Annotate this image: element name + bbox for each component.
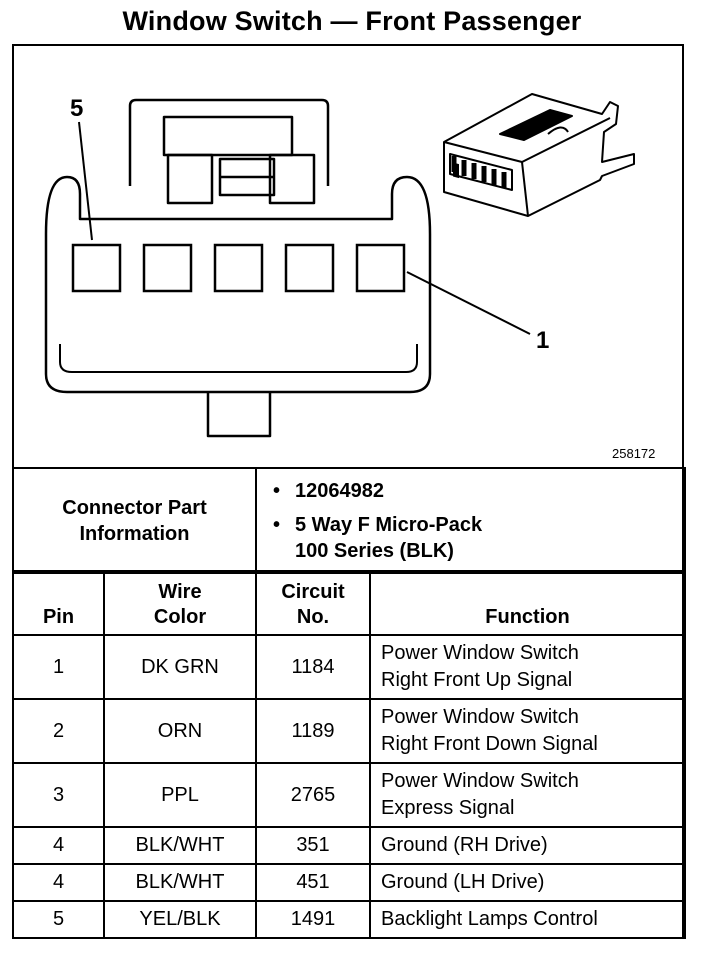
connector-isometric-view: [443, 93, 635, 217]
callout-pin1: 1: [536, 327, 549, 354]
table-row: 4 BLK/WHT 451 Ground (LH Drive): [12, 863, 686, 902]
connector-diagram: 5 1: [44, 93, 635, 438]
connector-description-line2: 100 Series (BLK): [295, 539, 454, 562]
function-cell: Backlight Lamps Control: [369, 900, 686, 939]
connector-description: •5 Way F Micro-Pack: [273, 513, 483, 536]
circuit-cell: 1491: [255, 900, 371, 939]
pin-cavity-1: [355, 243, 406, 293]
wire-color-cell: BLK/WHT: [103, 863, 257, 902]
wire-color-cell: YEL/BLK: [103, 900, 257, 939]
circuit-cell: 1189: [255, 698, 371, 764]
part-number: •12064982: [273, 479, 384, 502]
circuit-cell: 2765: [255, 762, 371, 828]
callout-pin5: 5: [70, 95, 83, 122]
pin-cell: 4: [12, 863, 105, 902]
pin-cell: 4: [12, 826, 105, 865]
wire-color-cell: BLK/WHT: [103, 826, 257, 865]
table-row: 4 BLK/WHT 351 Ground (RH Drive): [12, 826, 686, 865]
connector-info-table: Connector Part Information •12064982 •5 …: [12, 467, 686, 574]
callout-leader-pin1: [406, 271, 531, 335]
pin-cell: 5: [12, 900, 105, 939]
pin-cell: 1: [12, 634, 105, 700]
circuit-cell: 1184: [255, 634, 371, 700]
pin-cavity-5: [71, 243, 122, 293]
wire-color-cell: ORN: [103, 698, 257, 764]
callout-leader-pin5: [78, 121, 93, 241]
connector-info-label: Connector Part Information: [12, 467, 257, 574]
wire-color-cell: PPL: [103, 762, 257, 828]
pin-cell: 2: [12, 698, 105, 764]
table-row: 5 YEL/BLK 1491 Backlight Lamps Control: [12, 900, 686, 939]
circuit-cell: 351: [255, 826, 371, 865]
circuit-cell: 451: [255, 863, 371, 902]
connector-tab: [206, 392, 272, 438]
pin-cell: 3: [12, 762, 105, 828]
function-cell: Ground (LH Drive): [369, 863, 686, 902]
page-title: Window Switch — Front Passenger: [122, 6, 582, 36]
connector-info-values: •12064982 •5 Way F Micro-Pack 100 Series…: [255, 467, 686, 574]
header-pin: Pin: [12, 570, 105, 636]
pin-cavity-3: [213, 243, 264, 293]
pin-cavity-4: [142, 243, 193, 293]
function-cell: Ground (RH Drive): [369, 826, 686, 865]
connector-body: [44, 175, 432, 394]
figure-id: 258172: [612, 446, 656, 461]
connector-latch: [128, 98, 330, 205]
wire-color-cell: DK GRN: [103, 634, 257, 700]
header-function: Function: [369, 570, 686, 636]
pin-cavity-2: [284, 243, 335, 293]
